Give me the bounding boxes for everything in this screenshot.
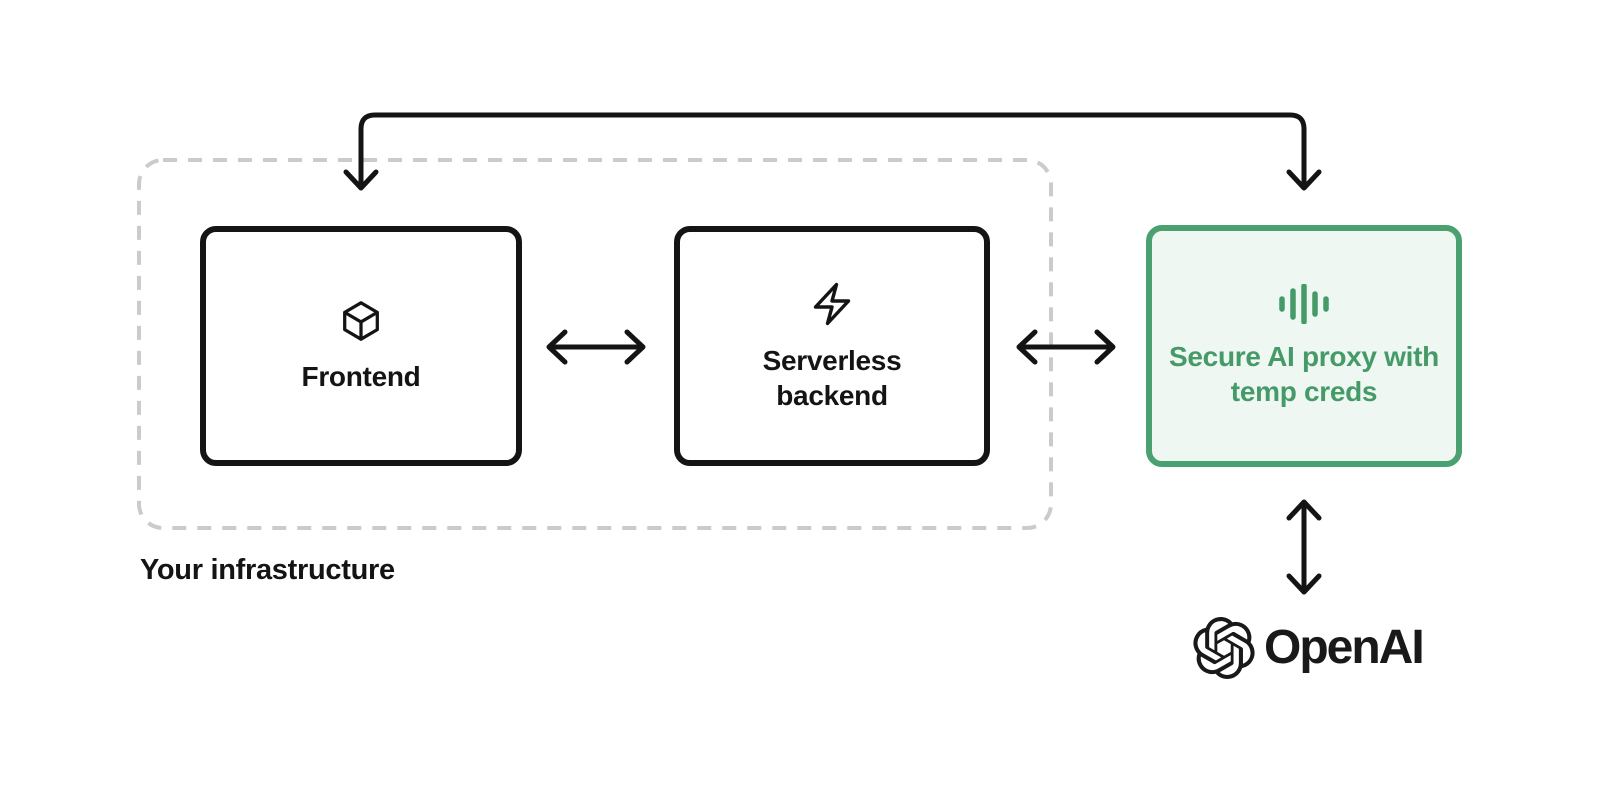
- box-icon: [343, 301, 379, 341]
- backend-proxy-arrow: [1016, 329, 1116, 365]
- frontend-node-label: Frontend: [301, 361, 421, 392]
- secure-ai-proxy-node: Secure AI proxy with temp creds: [1146, 225, 1462, 467]
- frontend-node: Frontend: [200, 226, 522, 466]
- zap-icon: [813, 282, 851, 325]
- openai-logo-icon: [1193, 617, 1255, 679]
- infrastructure-label: Your infrastructure: [140, 554, 395, 586]
- frontend-backend-arrow: [546, 329, 646, 365]
- openai-logo: OpenAI: [1193, 617, 1425, 679]
- frontend-proxy-top-arrow: [343, 112, 1322, 191]
- proxy-openai-arrow: [1286, 499, 1322, 595]
- secure-ai-proxy-node-label: Secure AI proxy with temp creds: [1169, 340, 1439, 407]
- serverless-backend-node-label: Serverless backend: [762, 344, 902, 411]
- serverless-backend-node: Serverless backend: [674, 226, 990, 466]
- openai-wordmark: OpenAI: [1264, 621, 1425, 674]
- audio-waveform-icon: [1279, 283, 1329, 324]
